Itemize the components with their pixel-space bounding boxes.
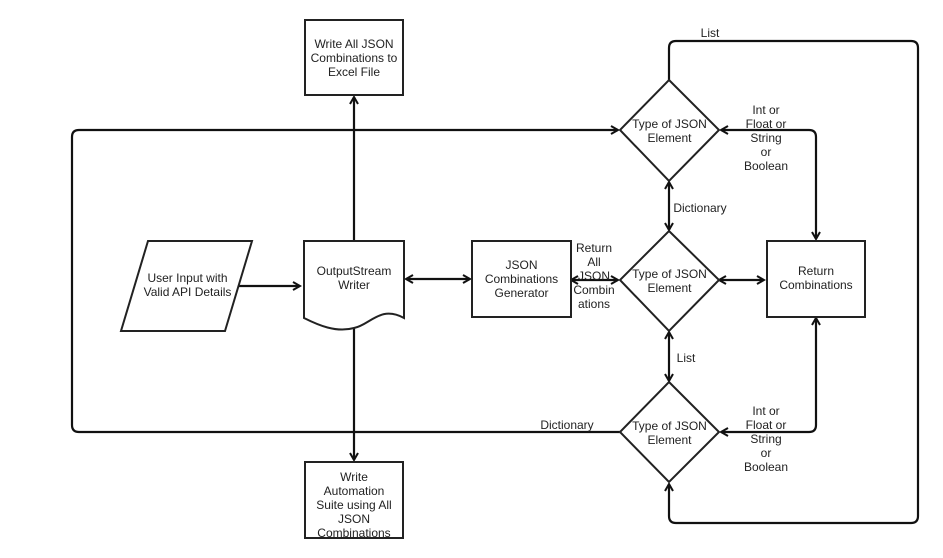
edge-return-decision-bottom <box>721 318 816 432</box>
generator-label: JSON Combinations Generator <box>484 258 559 300</box>
decision-bottom-diamond <box>618 380 721 484</box>
decision-mid-diamond <box>618 229 721 333</box>
edge-label-primitive-top: Int or Float or String or Boolean <box>743 103 789 173</box>
edge-return-decision-top <box>721 130 816 239</box>
write-excel-label: Write All JSON Combinations to Excel Fil… <box>310 36 398 79</box>
edge-label-primitive-bottom: Int or Float or String or Boolean <box>743 404 789 474</box>
edge-label-list-top: List <box>700 26 720 40</box>
write-excel-box <box>304 19 404 96</box>
decision-mid-label: Type of JSON Element <box>632 267 707 295</box>
write-suite-box <box>304 461 404 539</box>
return-combinations-label: Return Combinations <box>779 264 853 292</box>
generator-box <box>471 240 572 318</box>
edge-label-list-mid: List <box>676 351 696 365</box>
edge-label-return-all: Return All JSON Combin ations <box>573 241 615 311</box>
edge-label-dictionary-mid: Dictionary <box>673 201 727 215</box>
return-combinations-box <box>766 240 866 318</box>
user-input-label: User Input with Valid API Details <box>143 271 232 299</box>
output-stream-document <box>303 240 405 331</box>
user-input-parallelogram <box>119 240 254 332</box>
edge-top-list-loop <box>669 39 920 525</box>
decision-bottom-label: Type of JSON Element <box>632 419 707 447</box>
edge-bottom-dictionary-loop <box>70 130 620 434</box>
decision-top-diamond <box>618 78 721 183</box>
output-stream-label: OutputStream Writer <box>316 264 392 292</box>
decision-top-label: Type of JSON Element <box>632 117 707 145</box>
write-suite-label: Write Automation Suite using All JSON Co… <box>316 470 392 540</box>
edge-label-dictionary-bottom: Dictionary <box>540 418 594 432</box>
